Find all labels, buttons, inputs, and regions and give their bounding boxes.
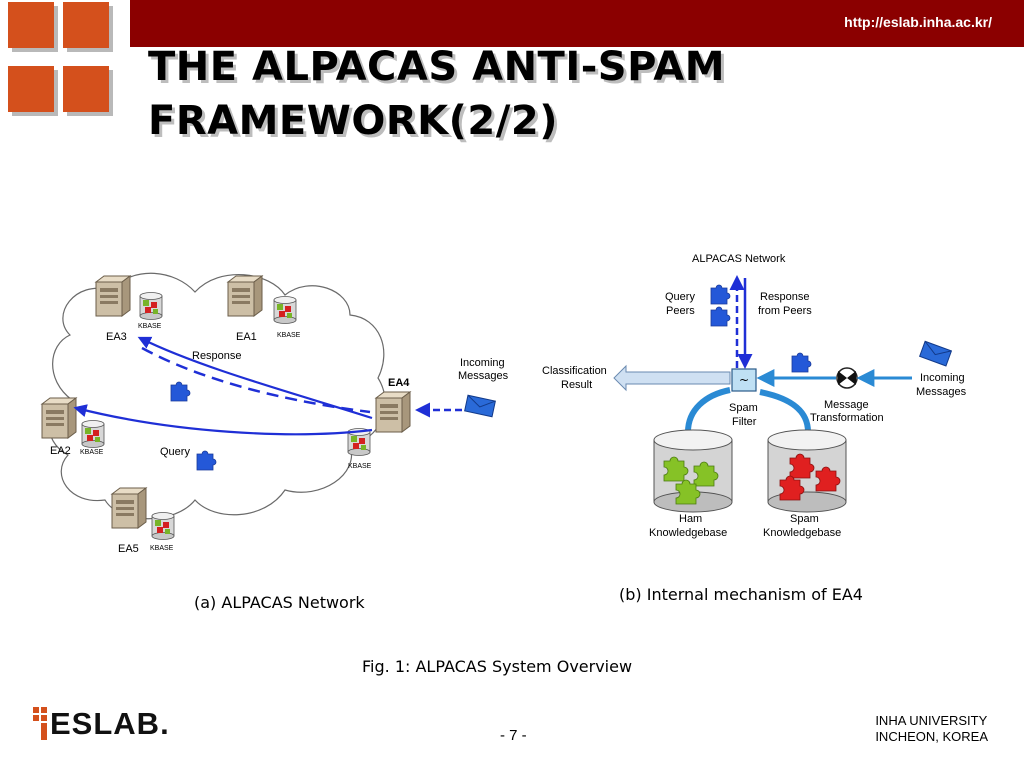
- classification-arrow: [613, 364, 731, 392]
- ea3-kbase-label: KBASE: [138, 323, 162, 330]
- query-peers-puzzle-icon-1: [710, 284, 731, 305]
- ea5-label: EA5: [118, 543, 139, 555]
- spam-knowledgebase-icon: [767, 429, 847, 513]
- query-peers-line-1: Query: [665, 291, 695, 303]
- mechanism-envelope-icon: [919, 340, 952, 367]
- logo-square-1: [8, 2, 54, 48]
- ea3-server-icon: [95, 275, 131, 317]
- figure-caption: Fig. 1: ALPACAS System Overview: [362, 657, 633, 676]
- ea2-kbase-icon: [81, 420, 105, 448]
- ham-kb-line-1: Ham: [679, 513, 702, 525]
- ea4-kbase-label: KBASE: [348, 463, 372, 470]
- spam-filter-wave-icon: ~: [739, 373, 749, 387]
- network-caption: (a) ALPACAS Network: [194, 593, 365, 612]
- transformation-valve-shape: [838, 371, 856, 385]
- title-line-1: THE ALPACAS ANTI-SPAM: [148, 44, 726, 90]
- university-line-1: INHA UNIVERSITY: [875, 713, 988, 728]
- spam-kb-line-1: Spam: [790, 513, 819, 525]
- classification-line-2: Result: [561, 379, 592, 391]
- transformation-line-2: Transformation: [810, 412, 884, 424]
- ea5-kbase-label: KBASE: [150, 545, 174, 552]
- classification-line-1: Classification: [542, 365, 607, 377]
- query-puzzle-icon: [196, 450, 217, 471]
- ham-knowledgebase-icon: [653, 429, 733, 513]
- mechanism-incoming-line-2: Messages: [916, 386, 967, 398]
- response-peers-line-1: Response: [760, 291, 810, 303]
- ea1-kbase-icon: [273, 296, 297, 324]
- spam-filter-box: [731, 368, 757, 392]
- mechanism-puzzle-icon: [791, 352, 812, 373]
- ea2-label: EA2: [50, 445, 71, 457]
- query-label: Query: [160, 446, 190, 458]
- page-number: - 7 -: [500, 727, 527, 744]
- ham-kb-line-2: Knowledgebase: [649, 527, 727, 539]
- ea5-kbase-icon: [151, 512, 175, 540]
- title-line-2: FRAMEWORK(2/2): [148, 98, 558, 144]
- ea3-label: EA3: [106, 331, 127, 343]
- spam-kb-line-2: Knowledgebase: [763, 527, 841, 539]
- ea5-server-icon: [111, 487, 147, 529]
- ea1-label: EA1: [236, 331, 257, 343]
- response-label: Response: [192, 350, 242, 362]
- ea3-kbase-icon: [139, 292, 163, 320]
- header-bar: http://eslab.inha.ac.kr/: [130, 0, 1024, 47]
- ea2-kbase-label: KBASE: [80, 449, 104, 456]
- eslab-logo-icon: [33, 707, 47, 740]
- logo-square-4: [63, 66, 109, 112]
- header-url: http://eslab.inha.ac.kr/: [844, 14, 992, 30]
- logo-square-3: [8, 66, 54, 112]
- ea1-kbase-label: KBASE: [277, 332, 301, 339]
- network-incoming-line-1: Incoming: [460, 357, 505, 369]
- ea4-label: EA4: [388, 377, 410, 389]
- university-name: INHA UNIVERSITY INCHEON, KOREA: [875, 713, 988, 745]
- university-line-2: INCHEON, KOREA: [875, 729, 988, 744]
- mechanism-incoming-line-1: Incoming: [920, 372, 965, 384]
- network-incoming-line-2: Messages: [458, 370, 509, 382]
- response-peers-line-2: from Peers: [758, 305, 812, 317]
- ea3-to-ea4-response-arrow: [141, 346, 371, 414]
- alpacas-network-label: ALPACAS Network: [692, 253, 786, 265]
- spam-filter-line-2: Filter: [732, 416, 757, 428]
- ea4-to-ea2-query-arrow: [73, 404, 373, 436]
- page-title: THE ALPACAS ANTI-SPAM FRAMEWORK(2/2): [148, 40, 725, 148]
- response-puzzle-icon: [170, 381, 191, 402]
- ea1-server-icon: [227, 275, 263, 317]
- ham-to-filter-arrow: [685, 387, 731, 433]
- eslab-logo-text: ESLAB.: [50, 706, 170, 741]
- query-peers-line-2: Peers: [666, 305, 695, 317]
- logo-square-2: [63, 2, 109, 48]
- spam-filter-line-1: Spam: [729, 402, 758, 414]
- query-peers-puzzle-icon-2: [710, 306, 731, 327]
- network-envelope-icon: [464, 394, 496, 418]
- ea4-server-icon: [375, 391, 411, 433]
- spam-to-filter-arrow: [759, 389, 811, 433]
- mechanism-caption: (b) Internal mechanism of EA4: [619, 585, 863, 604]
- transformation-line-1: Message: [824, 399, 869, 411]
- ea2-server-icon: [41, 397, 77, 439]
